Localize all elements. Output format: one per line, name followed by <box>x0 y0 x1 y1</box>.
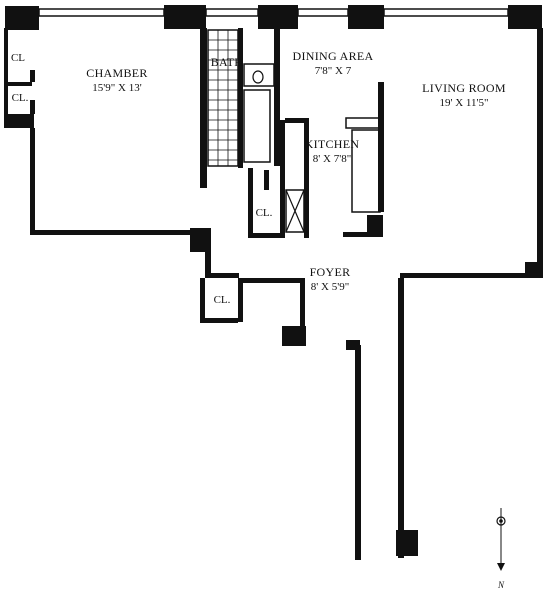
west-wall <box>4 28 200 235</box>
bath-tile-floor <box>207 29 239 167</box>
bath-label: BATH <box>211 55 244 69</box>
foyer-dimensions: 8' X 5'9" <box>311 281 349 293</box>
chamber-dimensions: 15'9" X 13' <box>92 82 141 94</box>
chamber-bath-wall <box>190 28 239 278</box>
kitchen-dimensions: 8' X 7'8" <box>313 153 351 165</box>
chamber-label: CHAMBER <box>86 66 147 80</box>
kitchen-label: KITCHEN <box>305 137 360 151</box>
bath-fixtures <box>207 28 280 168</box>
foyer-label: FOYER <box>310 265 351 279</box>
living-room-dimensions: 19' X 11'5" <box>440 97 489 109</box>
closet-label-foyer: CL. <box>214 294 231 306</box>
toilet <box>252 70 264 84</box>
north-label: N <box>497 580 505 590</box>
north-wall <box>5 5 542 30</box>
north-arrow-icon <box>496 508 506 571</box>
dining-area-label: DINING AREA <box>293 49 374 63</box>
east-wall <box>400 28 543 278</box>
dining-area-dimensions: 7'8" X 7 <box>315 65 352 77</box>
kitchen-walls <box>280 82 384 238</box>
closet-label-chamber-upper: CL <box>11 52 25 64</box>
corridor-walls <box>346 278 418 560</box>
hall-closet-walls <box>248 168 280 238</box>
closet-label-hall: CL. <box>256 207 273 219</box>
foyer-closet-walls <box>200 278 306 346</box>
closet-label-chamber-lower: CL. <box>12 92 29 104</box>
bathtub <box>243 89 271 163</box>
living-room-label: LIVING ROOM <box>422 81 506 95</box>
